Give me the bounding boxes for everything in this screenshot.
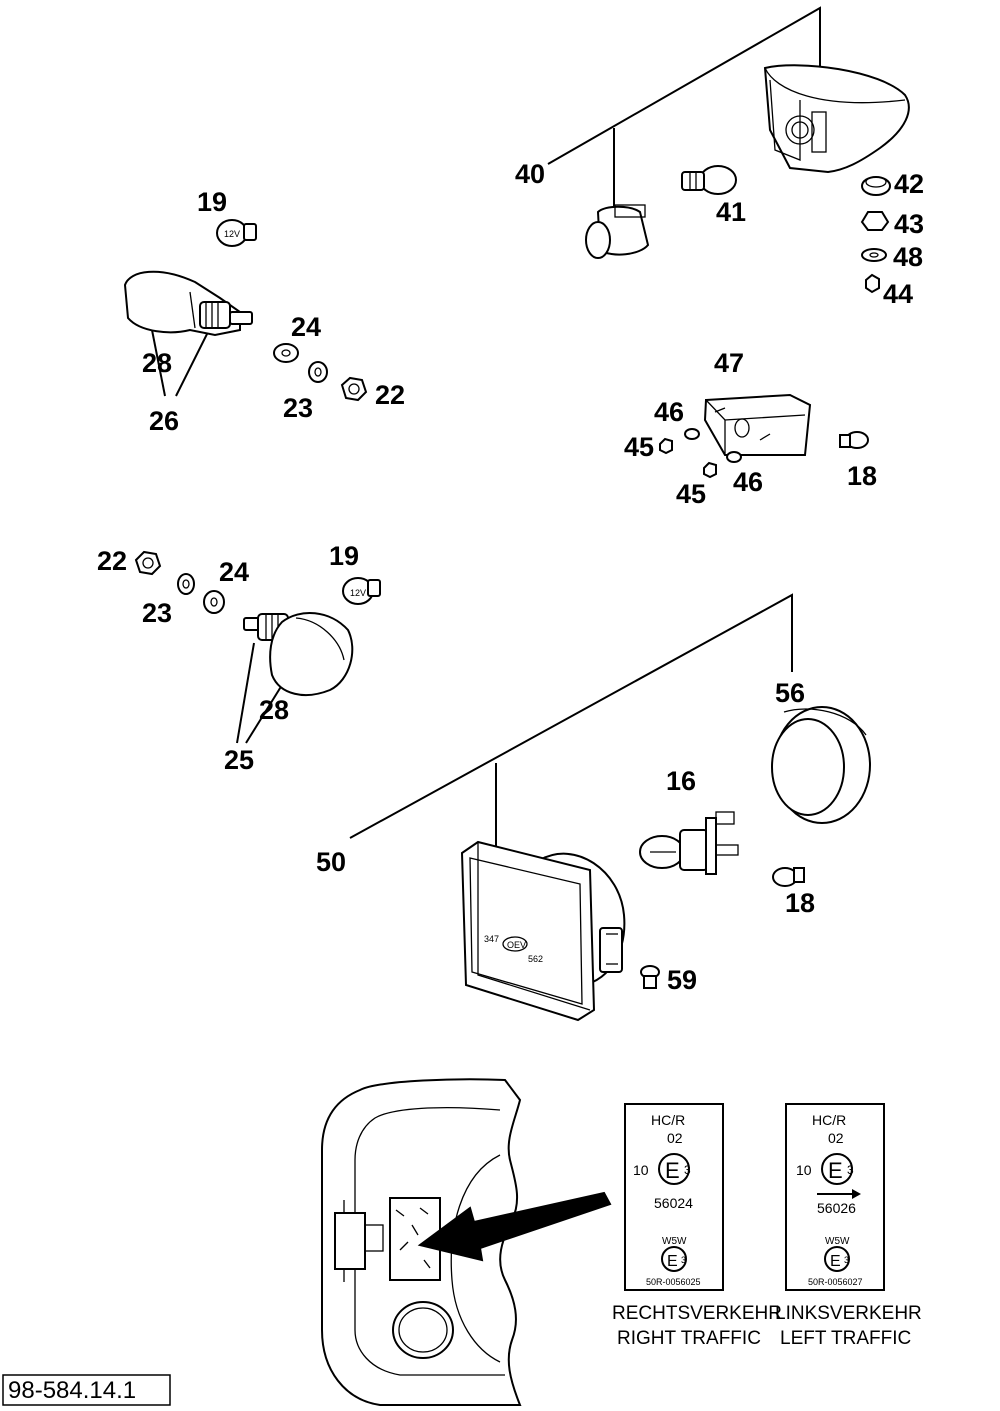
- callout-26: 26: [149, 406, 179, 436]
- callout-50: 50: [316, 847, 346, 877]
- diagram-id-box: 98-584.14.1: [2, 1374, 171, 1406]
- callout-44: 44: [883, 279, 913, 309]
- callout-23: 23: [142, 598, 172, 628]
- bulb-19-mid: 12V: [342, 577, 381, 605]
- grommet: [861, 176, 891, 196]
- tail-bulb: [681, 165, 737, 195]
- label-e-mark: E: [665, 1158, 680, 1183]
- approval-label-left-traffic: HC/R 02 10 E 3 56026 W5W E 3 50R-0056027: [785, 1103, 885, 1291]
- caption-left-traffic-en: LEFT TRAFFIC: [780, 1328, 911, 1349]
- lens-mark-right: 562: [528, 954, 543, 964]
- direction-arrow-icon: [817, 1189, 861, 1199]
- lock-washer-23-top: [308, 361, 328, 383]
- turn-signal-top: [123, 270, 253, 337]
- washer-46b: [726, 451, 742, 463]
- callout-23: 23: [283, 393, 313, 423]
- label-approval-number: 56024: [654, 1195, 693, 1211]
- diagram-id: 98-584.14.1: [8, 1377, 136, 1404]
- callout-41: 41: [716, 197, 746, 227]
- tail-light-housing: [763, 64, 910, 174]
- callout-19: 19: [329, 541, 359, 571]
- washer-46a: [684, 428, 700, 440]
- label-e-mark: E: [828, 1158, 843, 1183]
- callout-59: 59: [667, 965, 697, 995]
- label-02: 02: [828, 1130, 844, 1146]
- callout-46: 46: [654, 397, 684, 427]
- label-e-sub: 3: [847, 1163, 854, 1177]
- callout-24: 24: [219, 557, 249, 587]
- callout-46: 46: [733, 467, 763, 497]
- callout-42: 42: [894, 169, 924, 199]
- lock-washer-23-mid: [177, 573, 195, 595]
- label-small-code: 50R-0056027: [808, 1277, 863, 1287]
- bulb-socket: [585, 204, 650, 259]
- label-10: 10: [796, 1162, 812, 1178]
- nut-45a: [659, 437, 673, 455]
- label-hcr: HC/R: [651, 1112, 685, 1128]
- nut-45b: [703, 461, 717, 479]
- callout-25: 25: [224, 745, 254, 775]
- label-small-code: 50R-0056025: [646, 1277, 701, 1287]
- washer-24-top: [273, 343, 299, 363]
- bulb-18-top: [839, 431, 869, 449]
- lens-mark-brand: OEV: [507, 940, 526, 950]
- callout-47: 47: [714, 348, 744, 378]
- caption-left-traffic-de: LINKSVERKEHR: [775, 1303, 922, 1324]
- nut-22-top: [340, 376, 368, 402]
- washer-24-mid: [203, 590, 225, 614]
- lens-mark-left: 347: [484, 934, 499, 944]
- caption-right-traffic-de: RECHTSVERKEHR: [612, 1303, 782, 1324]
- screw-59: [640, 965, 660, 989]
- label-e-mark-2: E: [830, 1253, 841, 1270]
- callout-45: 45: [676, 479, 706, 509]
- callout-numbers: 19 28 26 24 23 22 40 41 42 43 48 44 47 4…: [97, 159, 924, 995]
- label-approval-number: 56026: [817, 1200, 856, 1216]
- washer: [861, 248, 887, 262]
- callout-22: 22: [375, 380, 405, 410]
- label-w5w: W5W: [662, 1236, 687, 1247]
- callout-48: 48: [893, 242, 923, 272]
- callout-16: 16: [666, 766, 696, 796]
- bulb-19-top: 12V: [216, 219, 257, 247]
- headlight-bulb-16: [639, 811, 739, 875]
- headlight-rim-56: [771, 706, 871, 824]
- label-w5w: W5W: [825, 1236, 850, 1247]
- label-hcr: HC/R: [812, 1112, 846, 1128]
- approval-label-right-traffic: HC/R 02 10 E 3 56024 W5W E 3 50R-0056025: [624, 1103, 724, 1291]
- nut-22-mid: [134, 550, 162, 576]
- callout-28: 28: [259, 695, 289, 725]
- callout-45: 45: [624, 432, 654, 462]
- callout-19: 19: [197, 187, 227, 217]
- callout-18: 18: [785, 888, 815, 918]
- caption-right-traffic-en: RIGHT TRAFFIC: [617, 1328, 761, 1349]
- callout-18: 18: [847, 461, 877, 491]
- inset-headlight-back: [321, 1078, 612, 1406]
- bulb-18-mid: [772, 867, 805, 887]
- callout-56: 56: [775, 678, 805, 708]
- label-e-sub-2: 3: [681, 1255, 686, 1265]
- headlight-body: 347 OEV 562: [460, 840, 626, 1022]
- callout-43: 43: [894, 209, 924, 239]
- leader-lines: [151, 6, 821, 860]
- callout-28: 28: [142, 348, 172, 378]
- callout-24: 24: [291, 312, 321, 342]
- label-e-sub-2: 3: [844, 1255, 849, 1265]
- label-e-mark-2: E: [667, 1253, 678, 1270]
- callout-22: 22: [97, 546, 127, 576]
- license-plate-light: [703, 393, 812, 456]
- label-02: 02: [667, 1130, 683, 1146]
- nut: [865, 273, 880, 294]
- callout-40: 40: [515, 159, 545, 189]
- turn-signal-mid: [243, 611, 354, 696]
- svg-text:12V: 12V: [224, 229, 240, 239]
- label-e-sub: 3: [684, 1163, 691, 1177]
- spacer-sleeve: [860, 211, 890, 231]
- label-10: 10: [633, 1162, 649, 1178]
- svg-text:12V: 12V: [350, 588, 366, 598]
